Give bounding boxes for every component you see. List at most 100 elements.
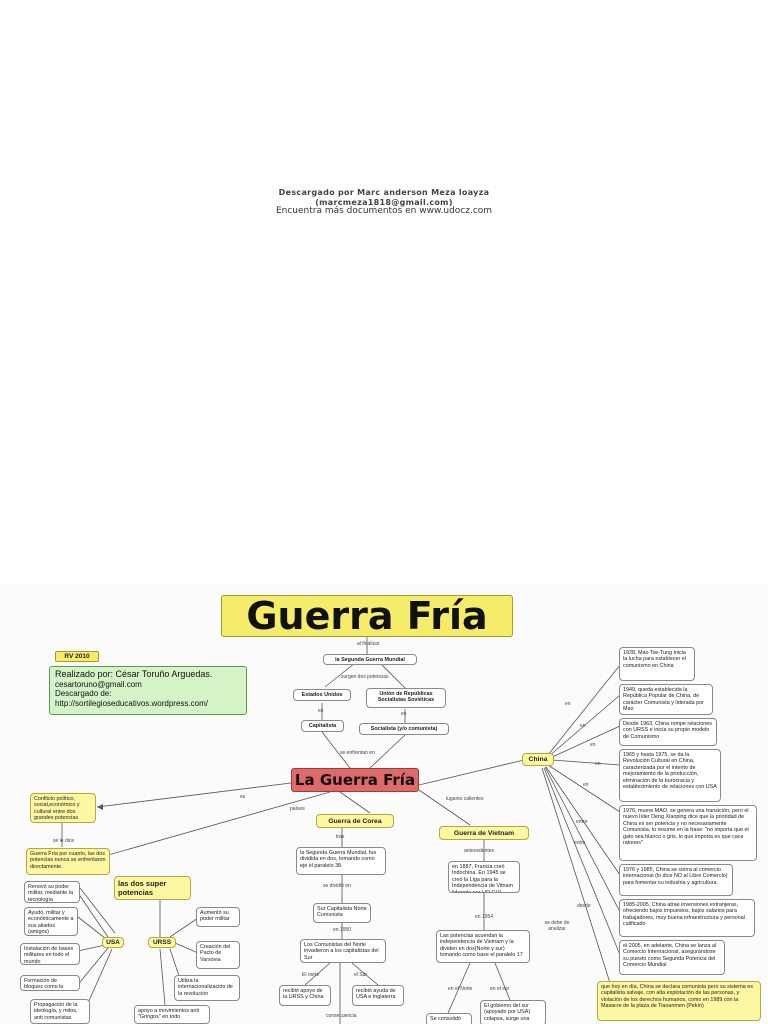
link-urss-varsovia [174, 942, 199, 954]
link-china-1949 [547, 694, 621, 758]
node-estados-unidos: Estados Unidos [293, 689, 351, 701]
label-lugares: lugares calientes [446, 796, 484, 802]
node-china-2005: el 2005, en adelante, China se lanza al … [619, 940, 725, 975]
label-en-e: en [583, 782, 589, 788]
label-el-sur: el Sur [354, 972, 368, 978]
download-credit: Descargado por Marc anderson Meza loayza [278, 188, 490, 197]
label-en-el-norte: en el Norte [448, 986, 473, 992]
link-urss-internac [169, 948, 181, 980]
map-connectors [61, 637, 621, 1024]
label-entre-a: entre [576, 819, 588, 825]
node-propaganda: Propagación de la ideología, y mitos, an… [30, 999, 90, 1024]
link-center-china [418, 759, 525, 786]
label-surgen: surgen dos potencias [341, 674, 389, 680]
node-recibio-usa: recibió ayuda de USA e Inglaterra [352, 985, 404, 1006]
label-el-norte: El norte [302, 972, 320, 978]
node-gobierno-sur: El gobierno del sur (apoyado por USA) co… [480, 1000, 546, 1024]
link-china-197685 [545, 766, 621, 876]
link-com-sur [351, 962, 379, 986]
node-capitalista: Capitalista [301, 720, 344, 732]
link-china-2005 [543, 767, 621, 956]
label-es-2: es [401, 711, 407, 717]
link-com-norte [304, 962, 331, 986]
label-en-1954: en 1954 [475, 914, 494, 920]
node-usa: USA [102, 937, 124, 948]
node-potencias-acuerdan: Las potencias acuerdan la independencia … [436, 930, 530, 963]
label-entre-b: entre [574, 840, 586, 846]
link-urss-aumento [169, 917, 199, 938]
link-usa-renovo [77, 892, 111, 941]
label-consecuencia: consecuencia [326, 1013, 357, 1019]
node-apoyo-movimientos: apoyo a movimientos anti "Gringos" en to… [134, 1005, 210, 1024]
label-tras: tras [336, 834, 345, 840]
node-china-1928: 1928, Mao Tse-Tung inicia la lucha para … [619, 647, 695, 681]
label-se-enfrentan: se enfrentan en [340, 750, 375, 756]
arrow-conflicto [97, 804, 103, 810]
map-title: Guerra Fría [221, 595, 513, 637]
label-es-3: es [240, 794, 246, 800]
label-es-1: es [318, 708, 324, 714]
source-url[interactable]: http://sortilegioseducativos.wordpress.c… [55, 698, 208, 708]
link-china-1976 [547, 764, 621, 813]
label-se-dividio: se dividió en [323, 883, 351, 889]
link-china-1985 [544, 766, 621, 913]
author-credits: Realizado por: César Toruño Arguedas. ce… [49, 666, 247, 715]
label-en-c: en [590, 742, 596, 748]
node-en-1887: en 1887, Francia creó Indochina. En 1945… [448, 861, 520, 893]
node-se-consolido: Se consolidó [426, 1013, 472, 1024]
concept-map: Guerra Fría RV 2010 Realizado por: César… [0, 585, 768, 1024]
download-email: (marcmeza1818@gmail.com) [315, 198, 453, 207]
label-en-b: en [580, 723, 586, 729]
node-china-1976-1985: 1976 y 1985, China se cierra al comercio… [619, 864, 733, 896]
node-conflicto: Conflicto político, social,económico y c… [30, 793, 96, 823]
node-bases: Instalación de bases militares en todo e… [20, 943, 80, 965]
label-paises: países [290, 806, 305, 812]
link-center-super [79, 791, 331, 864]
node-urss-full: Unión de Repúblicas Socialistas Soviétic… [366, 688, 446, 708]
label-se-le-dice: se le dice [53, 838, 75, 844]
link-sgm-eeuu [324, 662, 356, 688]
more-documents-link[interactable]: Encuentra más documentos en www.udocz.co… [275, 206, 493, 216]
node-recibio-urss: recibió apoyo de la URSS y China [279, 985, 331, 1006]
node-super-potencias: las dos super potencias [114, 876, 191, 900]
node-china-1976: 1976, muere MAO, se genera una transició… [619, 805, 757, 861]
author-name: Realizado por: César Toruño Arguedas. [55, 669, 213, 679]
node-aumento: Aumentó su poder militar [196, 907, 240, 927]
node-china-1949: 1949, queda establecida la República Pop… [619, 684, 713, 715]
node-renovo: Renovó su poder militar, mediante la tec… [24, 881, 80, 903]
label-en-a: en [565, 701, 571, 707]
node-china: China [522, 753, 554, 766]
node-guerra-frio: Guerra Fría por cuanto, las dos potencia… [26, 848, 110, 875]
label-en-1950: en 1950 [333, 927, 352, 933]
link-pot-gob [494, 962, 511, 1001]
node-varsovia: Creación del Pacto de Varsovia [196, 941, 240, 969]
label-antecedentes: antecedentes [464, 848, 495, 854]
link-center-corea [339, 791, 371, 814]
link-center-vietnam [418, 789, 471, 826]
node-tras-sgm: la Segunda Guerra Mundial, fue dividida … [296, 847, 386, 875]
node-guerra-corea: Guerra de Corea [316, 814, 394, 828]
node-guerra-vietnam: Guerra de Vietnam [439, 826, 529, 840]
link-china-1928 [547, 664, 621, 756]
link-pot-cons [447, 962, 471, 1014]
label-se-debe: se debe de analizar [544, 920, 570, 932]
node-china-hoy: que hoy en día, China se declara comunis… [597, 981, 761, 1021]
link-soc-center [369, 734, 406, 769]
link-urss-apoyo [159, 948, 166, 1006]
link-usa-bases [77, 944, 106, 952]
link-usa-otan [79, 947, 109, 983]
node-china-1963: Desde 1963, China rompe relaciones con U… [619, 718, 717, 746]
node-internacionalizacion: Utiliza la internacionalización de la re… [174, 975, 240, 1001]
author-email: cesartoruno@gmail.com [55, 679, 142, 689]
node-socialista: Socialista (y/o comunista) [359, 723, 449, 735]
node-china-1985-2005: 1985-2005, China atrae inversiones extra… [619, 899, 755, 937]
node-sur-norte: Sur Capitalista Norte Comunista [313, 903, 371, 923]
label-en-d: en [595, 761, 601, 767]
label-en-el-sur: en el sur [490, 986, 510, 992]
node-urss: URSS [148, 937, 176, 948]
node-segunda-guerra: la Segunda Guerra Mundial [323, 654, 417, 665]
node-otan: Formación de bloques como la OTAN [20, 975, 80, 991]
label-desde: desde [577, 903, 591, 909]
link-china-hoy [541, 767, 611, 984]
link-super-usa [79, 887, 116, 934]
